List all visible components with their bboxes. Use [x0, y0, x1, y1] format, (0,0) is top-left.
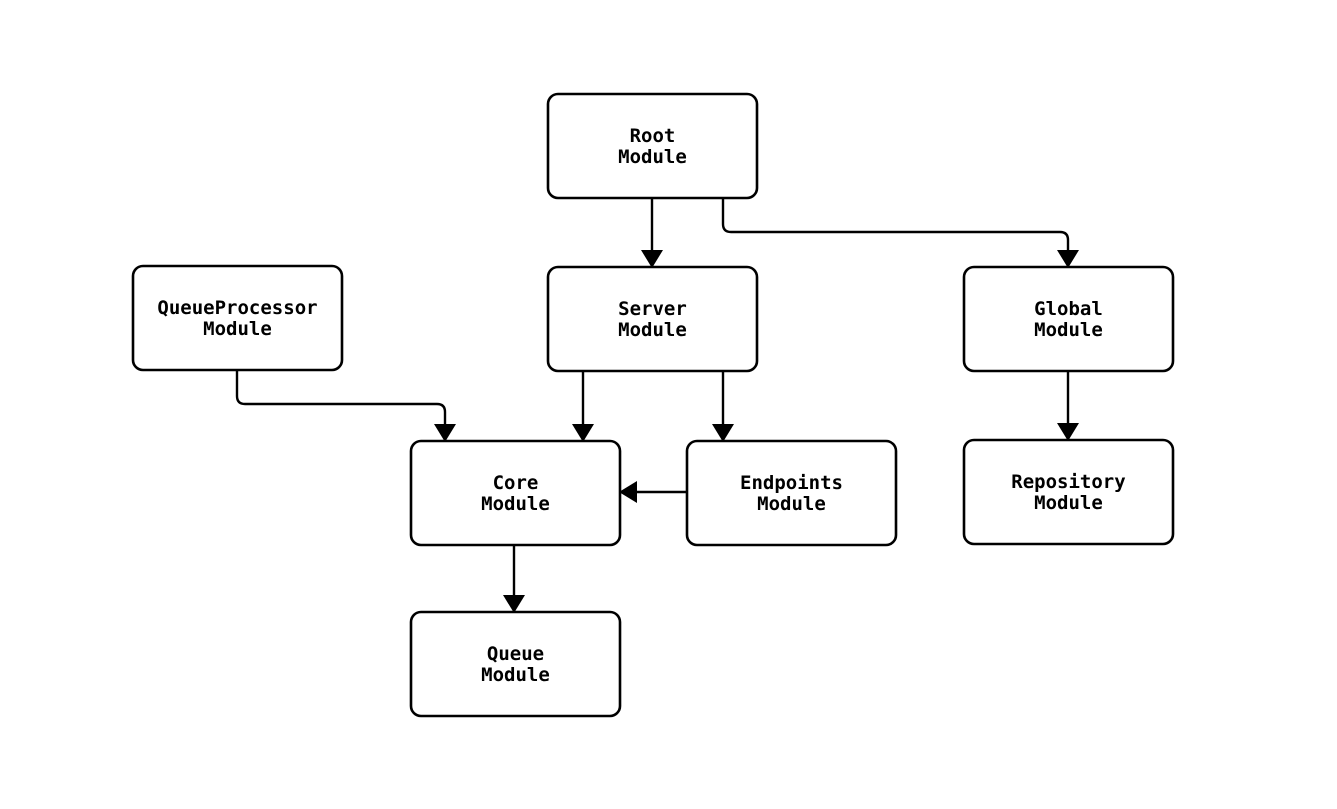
node-root-label-line2: Module	[618, 146, 687, 168]
node-endpoints-box	[685, 439, 898, 547]
node-root-label-line1: Root	[630, 125, 676, 147]
node-core-label-line2: Module	[481, 493, 550, 515]
node-queueprocessor-label-line2: Module	[203, 318, 272, 340]
node-repository-label-line2: Module	[1034, 492, 1103, 514]
node-global-box	[962, 265, 1175, 373]
node-queue-label-line1: Queue	[487, 643, 544, 665]
node-root-box	[546, 92, 759, 200]
node-queueprocessor-label-line1: QueueProcessor	[157, 297, 317, 319]
node-global-label-line2: Module	[1034, 319, 1103, 341]
node-server-box	[546, 265, 759, 373]
node-repository-label-line1: Repository	[1011, 471, 1125, 493]
node-server-label-line2: Module	[618, 319, 687, 341]
nodes-layer: RootModuleQueueProcessorModuleServerModu…	[131, 92, 1175, 718]
edges-layer	[235, 198, 1079, 613]
node-core-box	[409, 439, 622, 547]
node-repository-box	[962, 438, 1175, 546]
node-core-label-line1: Core	[493, 472, 539, 494]
edge-queueprocessor-to-core	[235, 370, 456, 442]
node-queueprocessor-box	[131, 264, 344, 372]
node-queue-box	[409, 610, 622, 718]
node-endpoints-label-line1: Endpoints	[740, 472, 843, 494]
node-global-label-line1: Global	[1034, 298, 1103, 320]
edge-root-to-global	[721, 198, 1079, 268]
node-server-label-line1: Server	[618, 298, 687, 320]
node-queue-label-line2: Module	[481, 664, 550, 686]
node-endpoints-label-line2: Module	[757, 493, 826, 515]
